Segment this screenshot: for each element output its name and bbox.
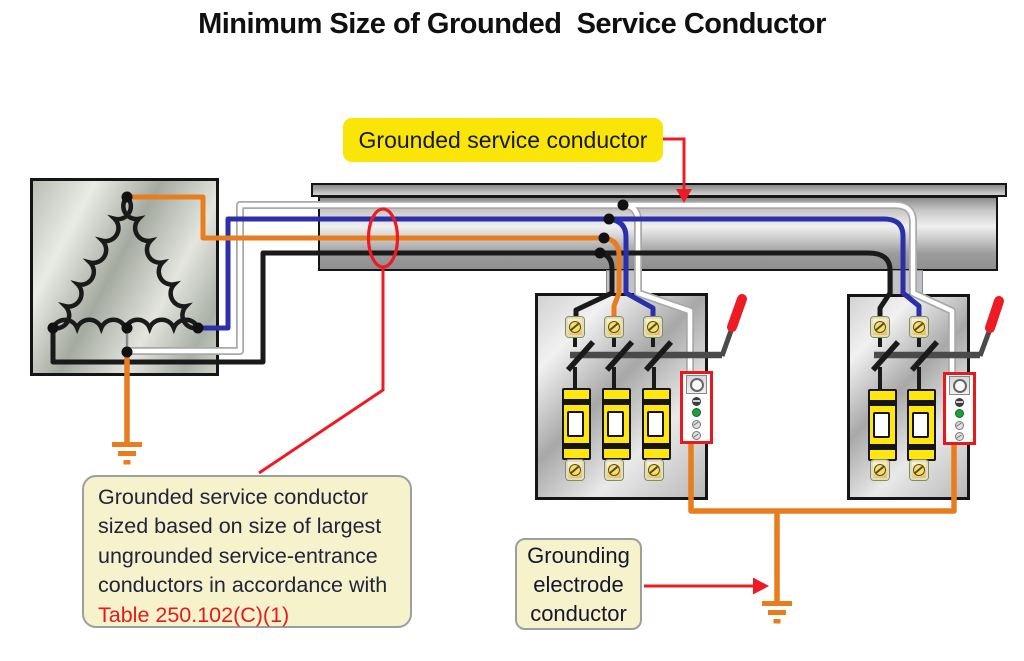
terminal-lug (910, 317, 928, 337)
note-line: sized based on size of largest (98, 514, 382, 539)
terminal-lug (644, 317, 662, 337)
earth-ground-icon (112, 442, 142, 465)
screw-icon (692, 431, 701, 440)
screw-icon (692, 419, 701, 429)
neutral-ground-bar (680, 371, 713, 444)
terminal-lug (566, 317, 584, 337)
terminal-lug (605, 460, 623, 480)
sizing-note-box: Grounded service conductor sized based o… (82, 475, 412, 628)
terminal-lug (871, 460, 889, 480)
raceway-tap-connector (892, 270, 923, 295)
terminal-lug (871, 317, 889, 337)
transformer-enclosure (30, 178, 219, 376)
note-line: Grounded service conductor (98, 485, 369, 509)
screw-icon (955, 432, 964, 441)
screw-icon (955, 420, 964, 430)
terminal-lug (645, 460, 663, 480)
ground-indicator-icon (955, 409, 964, 418)
raceway-tap-connector (606, 270, 639, 294)
fuse-cartridge (602, 388, 631, 460)
ground-indicator-icon (692, 408, 701, 417)
page-title: Minimum Size of Grounded Service Conduct… (198, 8, 826, 40)
note-line: conductors in accordance with (98, 573, 388, 598)
fuse-cartridge (562, 388, 591, 460)
disconnect-lever-icon (727, 294, 747, 332)
raceway-top-flange (311, 183, 1007, 197)
screw-icon (955, 397, 964, 407)
callout-leader-note (258, 267, 385, 475)
fuse-cartridge (642, 388, 671, 460)
fuse-cartridge (868, 389, 897, 461)
disconnect-lever-shaft (719, 327, 735, 357)
earth-ground-icon (762, 601, 792, 624)
disconnect-lever-shaft (977, 328, 993, 357)
neutral-ground-bar (943, 372, 976, 445)
grounded-service-conductor-label: Grounded service conductor (343, 118, 663, 162)
screw-icon (692, 396, 701, 406)
disconnect-lever-icon (985, 296, 1004, 333)
terminal-lug (910, 460, 928, 480)
callout-arrow-right-icon (753, 577, 769, 595)
service-raceway (318, 196, 998, 271)
terminal-lug (605, 317, 623, 337)
code-table-reference: Table 250.102(C)(1) (98, 602, 290, 627)
neutral-lug (949, 376, 970, 395)
terminal-lug (566, 460, 584, 480)
neutral-lug (686, 375, 707, 394)
fuse-cartridge (907, 389, 936, 461)
grounding-electrode-conductor-label: Grounding electrode conductor (515, 538, 642, 630)
note-line: ungrounded service-entrance (98, 543, 378, 568)
